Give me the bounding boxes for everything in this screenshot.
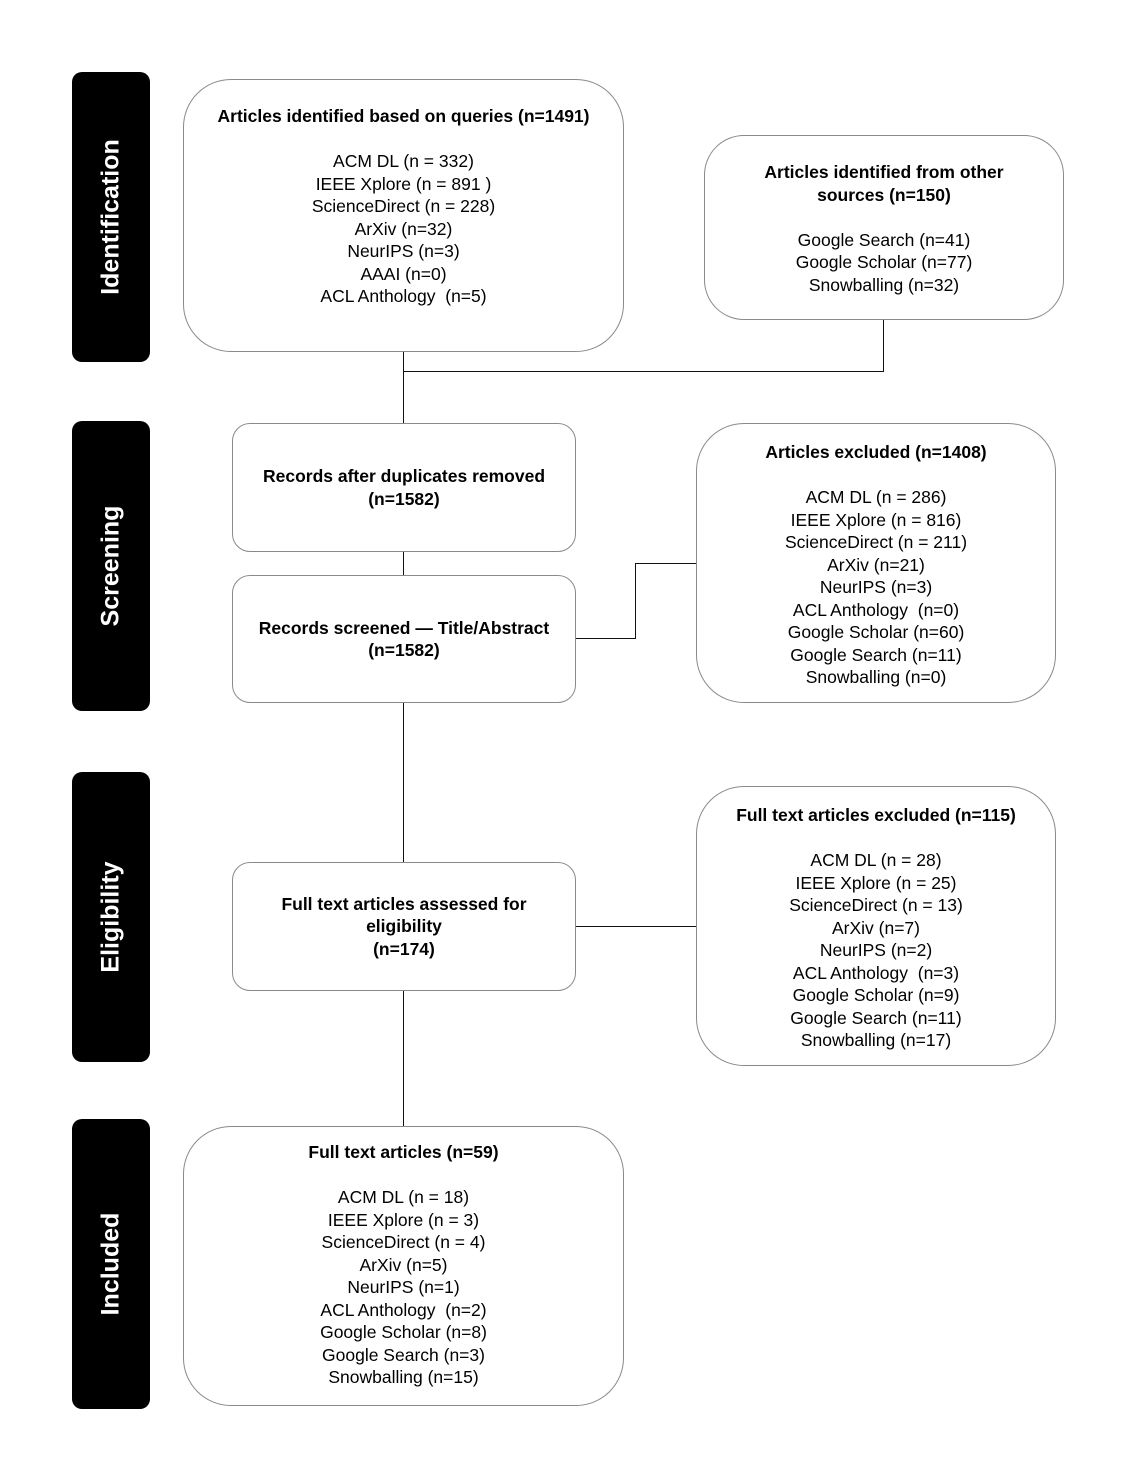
connector-screened-to-assessed — [403, 702, 404, 862]
box-records-screened: Records screened — Title/Abstract (n=158… — [232, 575, 576, 703]
list-item: NeurIPS (n=2) — [819, 940, 933, 960]
list-item: Google Search (n=3) — [322, 1344, 485, 1365]
list-item: Google Search (n=11) — [790, 1007, 962, 1028]
connector-queries-down — [403, 351, 404, 423]
box-queries-title: Articles identified based on queries (n=… — [217, 106, 590, 126]
list-item: ACM DL (n = 332) — [333, 151, 474, 171]
list-item: ACL Anthology (n=2) — [320, 1299, 487, 1320]
list-item: ACM DL (n = 28) — [810, 850, 942, 870]
list-item: ACL Anthology (n=0) — [792, 599, 960, 620]
list-item: Snowballing (n=0) — [805, 667, 947, 687]
list-item: ScienceDirect (n = 4) — [321, 1232, 486, 1252]
box-queries-list: ACM DL (n = 332) IEEE Xplore (n = 891 ) … — [312, 150, 495, 308]
box-other-sources: Articles identified from other sources (… — [704, 135, 1064, 320]
list-item: AAAI (n=0) — [360, 263, 447, 284]
connector-dup-to-screened — [403, 551, 404, 575]
stage-label-eligibility: Eligibility — [96, 861, 125, 973]
list-item: ACL Anthology (n=3) — [792, 962, 960, 983]
list-item: IEEE Xplore (n = 891 ) — [315, 173, 492, 194]
box-excluded-title: Articles excluded (n=1408) — [765, 442, 987, 462]
list-item: ArXiv (n=7) — [831, 917, 920, 938]
box-fulltext-excluded-list: ACM DL (n = 28) IEEE Xplore (n = 25) Sci… — [789, 849, 963, 1052]
list-item: ArXiv (n=21) — [827, 554, 925, 575]
connector-screened-out — [576, 638, 635, 639]
list-item: Google Scholar (n=8) — [320, 1322, 487, 1342]
stage-included: Included — [72, 1119, 150, 1409]
connector-assessed-to-included — [403, 990, 404, 1127]
connector-merge — [403, 371, 884, 372]
stage-eligibility: Eligibility — [72, 772, 150, 1062]
list-item: IEEE Xplore (n = 25) — [795, 872, 957, 893]
box-other-sources-list: Google Search (n=41) Google Scholar (n=7… — [796, 229, 973, 297]
list-item: Google Scholar (n=9) — [792, 985, 960, 1005]
box-included-list: ACM DL (n = 18) IEEE Xplore (n = 3) Scie… — [320, 1186, 487, 1389]
list-item: Snowballing (n=15) — [328, 1367, 479, 1387]
connector-other-down — [883, 319, 884, 372]
box-assessed-title: Full text articles assessed for eligibil… — [281, 893, 527, 959]
list-item: NeurIPS (n=1) — [347, 1277, 460, 1297]
list-item: Snowballing (n=32) — [808, 274, 960, 295]
stage-identification: Identification — [72, 72, 150, 362]
connector-screened-elbow — [635, 563, 636, 639]
list-item: ArXiv (n=5) — [359, 1254, 448, 1275]
list-item: ACL Anthology (n=5) — [320, 286, 487, 306]
box-included-title: Full text articles (n=59) — [308, 1142, 499, 1162]
list-item: Google Scholar (n=77) — [795, 252, 973, 272]
list-item: ACM DL (n = 286) — [805, 487, 947, 507]
list-item: ArXiv (n=32) — [354, 218, 453, 239]
box-duplicates-title: Records after duplicates removed (n=1582… — [262, 466, 546, 509]
stage-label-included: Included — [96, 1212, 125, 1316]
box-screened-title: Records screened — Title/Abstract (n=158… — [258, 617, 550, 661]
stage-label-screening: Screening — [96, 505, 125, 627]
list-item: ScienceDirect (n = 228) — [311, 196, 496, 216]
connector-assessed-to-excluded — [576, 926, 696, 927]
connector-to-excluded — [635, 563, 696, 564]
list-item: Snowballing (n=17) — [800, 1030, 952, 1050]
box-fulltext-assessed: Full text articles assessed for eligibil… — [232, 862, 576, 991]
list-item: IEEE Xplore (n = 3) — [327, 1209, 480, 1230]
box-excluded-list: ACM DL (n = 286) IEEE Xplore (n = 816) S… — [785, 486, 967, 689]
list-item: NeurIPS (n=3) — [347, 241, 460, 261]
list-item: ScienceDirect (n = 13) — [789, 895, 963, 915]
list-item: Google Scholar (n=60) — [787, 622, 965, 642]
list-item: ACM DL (n = 18) — [337, 1187, 470, 1207]
list-item: IEEE Xplore (n = 816) — [790, 509, 962, 530]
box-articles-excluded: Articles excluded (n=1408) ACM DL (n = 2… — [696, 423, 1056, 703]
list-item: NeurIPS (n=3) — [819, 577, 933, 597]
stage-label-identification: Identification — [96, 139, 125, 295]
stage-screening: Screening — [72, 421, 150, 711]
list-item: Google Search (n=11) — [790, 644, 962, 665]
list-item: ScienceDirect (n = 211) — [784, 532, 968, 552]
box-fulltext-excluded-title: Full text articles excluded (n=115) — [736, 805, 1016, 825]
box-duplicates-removed: Records after duplicates removed (n=1582… — [232, 423, 576, 552]
list-item: Google Search (n=41) — [797, 229, 971, 250]
box-queries: Articles identified based on queries (n=… — [183, 79, 624, 352]
box-fulltext-excluded: Full text articles excluded (n=115) ACM … — [696, 786, 1056, 1066]
box-included: Full text articles (n=59) ACM DL (n = 18… — [183, 1126, 624, 1406]
box-other-sources-title: Articles identified from other sources (… — [764, 162, 1004, 205]
